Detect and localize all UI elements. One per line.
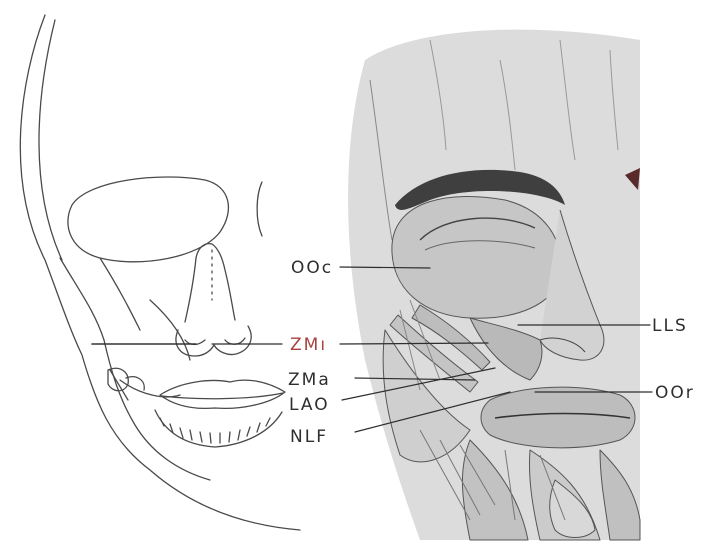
muscle-drawing [348, 30, 640, 540]
label-ooc: OOc [291, 258, 333, 278]
label-zma: ZMa [288, 370, 331, 390]
orbicularis-oculi [392, 196, 561, 318]
lips [160, 380, 285, 408]
label-nlf: NLF [290, 427, 328, 447]
teeth-row [155, 410, 282, 447]
label-lao: LAO [289, 395, 330, 415]
right-orbit [257, 182, 262, 236]
nasal-bone [196, 244, 235, 320]
mandible [104, 340, 210, 480]
skull-drawing [20, 15, 300, 530]
label-zmi: ZMı [290, 335, 327, 355]
left-orbit [68, 177, 229, 262]
label-lls: LLS [652, 316, 688, 336]
label-oor: OOr [655, 383, 695, 403]
